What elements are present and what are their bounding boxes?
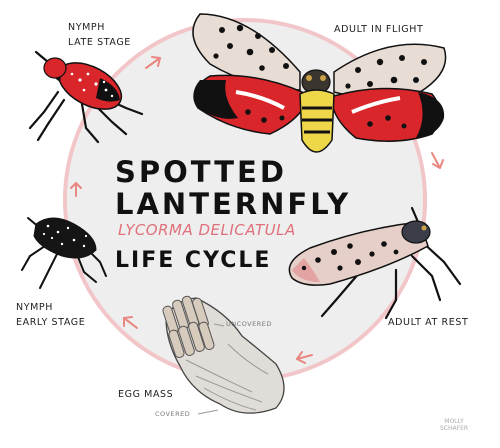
title-spotted: SPOTTED — [115, 155, 287, 189]
label-adult-in-flight: ADULT IN FLIGHT — [334, 22, 423, 37]
annotation-covered: COVERED — [155, 410, 190, 418]
label-nymph-early: NYMPH EARLY STAGE — [16, 300, 85, 330]
label-egg-mass: EGG MASS — [118, 387, 173, 402]
title-life-cycle: LIFE CYCLE — [115, 248, 271, 273]
label-nymph-late-line1: NYMPH — [68, 20, 131, 35]
annotation-uncovered: UNCOVERED — [226, 320, 272, 328]
label-nymph-early-line1: NYMPH — [16, 300, 85, 315]
label-nymph-early-line2: EARLY STAGE — [16, 315, 85, 330]
scientific-name: LYCORMA DELICATULA — [118, 221, 296, 239]
label-nymph-late: NYMPH LATE STAGE — [68, 20, 131, 50]
title-lanternfly: LANTERNFLY — [115, 187, 351, 221]
label-adult-at-rest: ADULT AT REST — [388, 315, 468, 330]
artist-signature-line2: SCHAFER — [440, 425, 468, 432]
covered-pointer — [198, 410, 218, 414]
artist-signature: MOLLY SCHAFER — [440, 418, 468, 432]
arrow-flight-to-rest — [432, 153, 443, 168]
artist-signature-line1: MOLLY — [440, 418, 468, 425]
label-nymph-late-line2: LATE STAGE — [68, 35, 131, 50]
